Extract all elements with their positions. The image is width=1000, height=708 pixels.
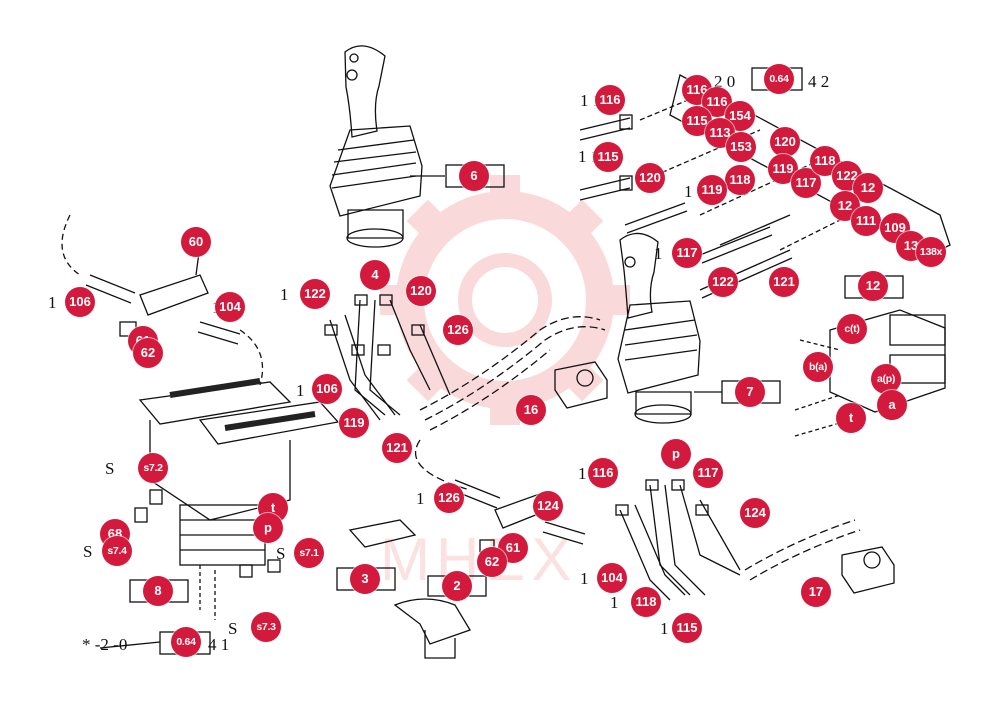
part-label: 1 [580, 569, 589, 588]
callout-124[interactable]: 124 [740, 498, 770, 528]
foot-pedals [134, 378, 340, 620]
callout-117[interactable]: 117 [672, 238, 702, 268]
callout-120[interactable]: 120 [406, 276, 436, 306]
tee-fitting-left [61, 214, 264, 386]
part-label: S [105, 459, 114, 478]
callout-a-p-[interactable]: a(p) [871, 364, 901, 394]
part-label: 1 [660, 619, 669, 638]
part-label: 1 [610, 593, 619, 612]
part-label: 4 2 [808, 72, 829, 91]
part-label: 2 0 [714, 72, 735, 91]
callout-s7-2[interactable]: s7.2 [138, 453, 168, 483]
callout-116[interactable]: 116 [595, 85, 625, 115]
callout-122[interactable]: 122 [300, 279, 330, 309]
callout-126[interactable]: 126 [443, 315, 473, 345]
callout-106[interactable]: 106 [65, 287, 95, 317]
callout-121[interactable]: 121 [382, 433, 412, 463]
callout-62[interactable]: 62 [133, 338, 163, 368]
pedal-cover-2 [393, 598, 471, 645]
part-label: 1 [654, 244, 663, 263]
callout-s7-1[interactable]: s7.1 [294, 538, 324, 568]
joystick-right [617, 232, 722, 424]
callout-106[interactable]: 106 [312, 374, 342, 404]
part-label: 1 [280, 285, 289, 304]
callout-3[interactable]: 3 [350, 564, 380, 594]
callout-8[interactable]: 8 [143, 576, 173, 606]
part-label: 1 [578, 464, 587, 483]
callout-117[interactable]: 117 [791, 168, 821, 198]
hose-right-bottom [414, 439, 861, 601]
callout-17[interactable]: 17 [801, 577, 831, 607]
joystick-left [329, 45, 445, 248]
callout-115[interactable]: 115 [593, 142, 623, 172]
callout-t[interactable]: t [836, 403, 866, 433]
callout-4[interactable]: 4 [360, 260, 390, 290]
callout-0-64[interactable]: 0.64 [764, 64, 794, 94]
part-label: 1 [296, 381, 305, 400]
callout-p[interactable]: p [253, 513, 283, 543]
part-label: S [228, 619, 237, 638]
plate-3 [348, 519, 417, 548]
watermark-text: MHEX [380, 526, 577, 593]
callout-60[interactable]: 60 [181, 227, 211, 257]
callout-s7-3[interactable]: s7.3 [251, 612, 281, 642]
callout-119[interactable]: 119 [697, 175, 727, 205]
callout-0-64[interactable]: 0.64 [171, 627, 201, 657]
callout-b-a-[interactable]: b(a) [803, 352, 833, 382]
callout-p[interactable]: p [661, 439, 691, 469]
part-label: S [276, 544, 285, 563]
callout-2[interactable]: 2 [442, 571, 472, 601]
callout-116[interactable]: 116 [702, 87, 732, 117]
callout-104[interactable]: 104 [597, 563, 627, 593]
callout-138x[interactable]: 138x [916, 237, 946, 267]
callout-115[interactable]: 115 [672, 613, 702, 643]
callout-117[interactable]: 117 [693, 458, 723, 488]
callout-119[interactable]: 119 [768, 154, 798, 184]
callout-7[interactable]: 7 [735, 377, 765, 407]
callout-120[interactable]: 120 [770, 127, 800, 157]
callout-a[interactable]: a [877, 390, 907, 420]
part-label: * -2 -0 [82, 635, 127, 654]
part-label: S [83, 542, 92, 561]
callout-153[interactable]: 153 [726, 132, 756, 162]
callout-6[interactable]: 6 [459, 161, 489, 191]
callout-62[interactable]: 62 [477, 547, 507, 577]
callout-124[interactable]: 124 [533, 491, 563, 521]
part-label: 1 [416, 489, 425, 508]
part-label: 1 [684, 182, 693, 201]
part-label: 4 1 [208, 635, 229, 654]
callout-s7-4[interactable]: s7.4 [102, 536, 132, 566]
callout-121[interactable]: 121 [769, 267, 799, 297]
callout-119[interactable]: 119 [339, 408, 369, 438]
callout-118[interactable]: 118 [725, 165, 755, 195]
part-label: 1 [48, 293, 57, 312]
callout-c-t-[interactable]: c(t) [837, 314, 867, 344]
callout-118[interactable]: 118 [810, 146, 840, 176]
callout-126[interactable]: 126 [434, 483, 464, 513]
callout-122[interactable]: 122 [708, 267, 738, 297]
callout-116[interactable]: 116 [588, 458, 618, 488]
block-16 [554, 361, 608, 409]
callout-120[interactable]: 120 [635, 163, 665, 193]
block-17 [841, 546, 895, 594]
callout-118[interactable]: 118 [631, 587, 661, 617]
callout-12[interactable]: 12 [858, 271, 888, 301]
hose-center [324, 294, 606, 431]
callout-111[interactable]: 111 [851, 206, 881, 236]
callout-104[interactable]: 104 [215, 292, 245, 322]
callout-16[interactable]: 16 [516, 395, 546, 425]
